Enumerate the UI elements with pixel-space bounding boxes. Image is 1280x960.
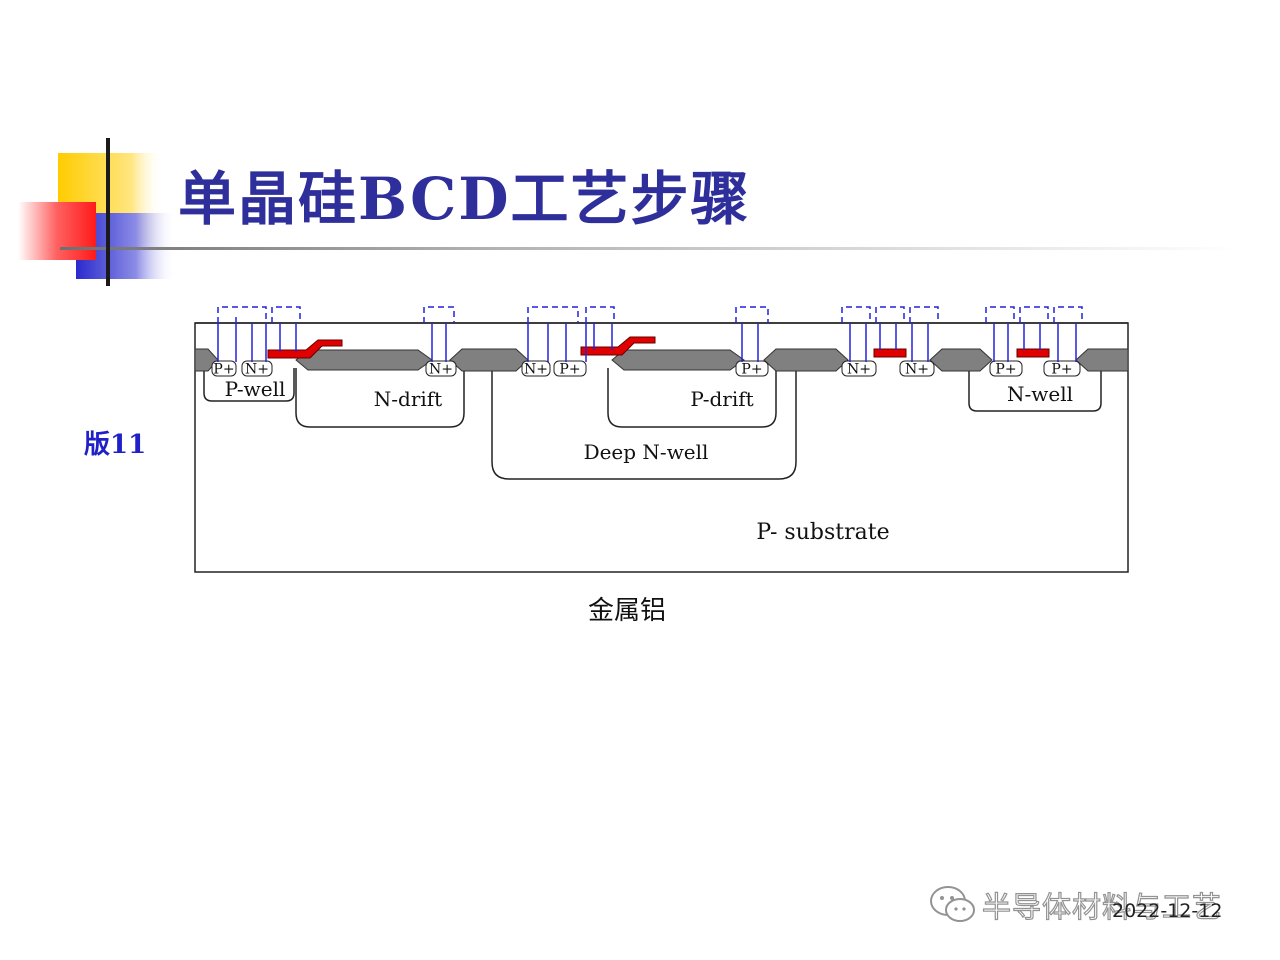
contact-group-dashed xyxy=(1019,306,1049,323)
slide-title: 单晶硅BCD工艺步骤 xyxy=(178,165,751,233)
watermark: 半导体材料与工艺 xyxy=(928,880,1248,930)
metal-gate xyxy=(267,339,343,359)
metal-gate xyxy=(580,336,656,356)
contact-group-dashed xyxy=(217,306,267,323)
diffusion-label: P+ xyxy=(1051,362,1072,378)
deco-horizontal-line xyxy=(60,247,1240,250)
n-drift-label: N-drift xyxy=(374,387,442,411)
slide-date: 2022-12-12 xyxy=(1112,900,1223,922)
diffusion-label: N+ xyxy=(847,362,871,378)
field-oxide xyxy=(763,348,849,372)
p-well-region xyxy=(203,368,295,402)
metal-gate xyxy=(1016,348,1050,358)
title-decoration xyxy=(18,138,1240,286)
p-drift-region xyxy=(607,368,777,428)
diffusion-region: P+ xyxy=(211,360,237,378)
diffusion-region: N+ xyxy=(425,360,457,378)
field-oxide xyxy=(929,348,993,372)
contact-group-dashed xyxy=(841,306,871,323)
p-well-label: P-well xyxy=(225,377,286,401)
contact-group-dashed xyxy=(735,306,769,323)
contact-group-dashed xyxy=(985,306,1015,323)
diffusion-label: P+ xyxy=(559,362,580,378)
diffusion-region: N+ xyxy=(841,360,877,378)
contact-group-dashed xyxy=(585,306,615,323)
version-label: 版11 xyxy=(84,430,147,460)
diffusion-region: P+ xyxy=(1043,360,1081,378)
diffusion-label: N+ xyxy=(905,362,929,378)
contact-group-dashed xyxy=(527,306,579,323)
field-oxide xyxy=(449,348,529,372)
diffusion-region: P+ xyxy=(553,360,587,378)
contact-group-dashed xyxy=(271,306,301,323)
diffusion-label: P+ xyxy=(995,362,1016,378)
wechat-icon xyxy=(930,886,975,922)
deco-vertical-line xyxy=(106,138,110,286)
diffusion-label: N+ xyxy=(524,362,548,378)
contact-group-dashed xyxy=(1053,306,1083,323)
watermark-text: 半导体材料与工艺 xyxy=(981,889,1223,924)
field-oxide xyxy=(1075,348,1129,372)
contact-group-dashed xyxy=(875,306,905,323)
deco-red-square xyxy=(18,202,96,260)
diagram-caption: 金属铝 xyxy=(588,596,667,626)
n-well-label: N-well xyxy=(1007,382,1073,406)
n-drift-region xyxy=(295,368,465,428)
diffusion-region: P+ xyxy=(735,360,769,378)
field-oxide xyxy=(295,349,433,371)
field-oxide xyxy=(611,349,745,371)
diffusion-label: N+ xyxy=(429,362,453,378)
diffusion-label: P+ xyxy=(741,362,762,378)
contact-group-dashed xyxy=(423,306,455,323)
diffusion-region: N+ xyxy=(521,360,551,378)
p-drift-label: P-drift xyxy=(690,387,753,411)
diffusion-region: P+ xyxy=(989,360,1023,378)
deep-n-well-label: Deep N-well xyxy=(584,440,709,464)
n-well-region xyxy=(968,368,1102,412)
diffusion-region: N+ xyxy=(241,360,273,378)
diffusion-region: N+ xyxy=(899,360,935,378)
contact-group-dashed xyxy=(909,306,939,323)
deep-n-well-region xyxy=(491,368,797,480)
substrate-label: P- substrate xyxy=(756,520,889,545)
metal-gate xyxy=(873,348,907,358)
diffusion-label: N+ xyxy=(245,362,269,378)
diffusion-label: P+ xyxy=(213,362,234,378)
